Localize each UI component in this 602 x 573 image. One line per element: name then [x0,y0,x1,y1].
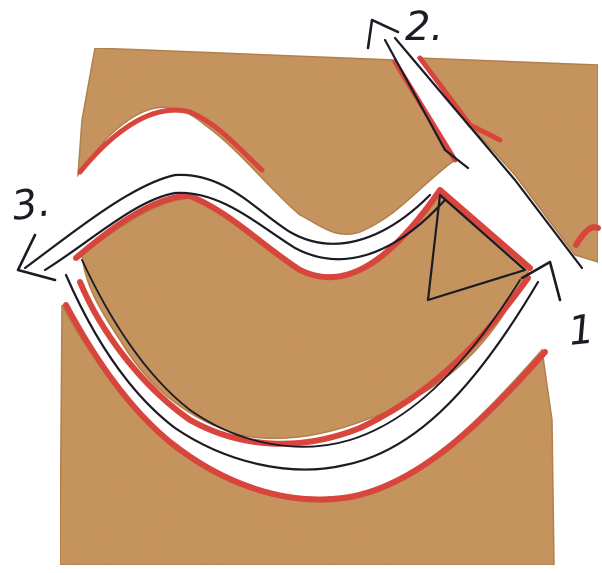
cardboard-piece-middle [82,190,530,438]
step-label-2: 2. [405,4,443,50]
arrow-head-2 [368,20,398,48]
step-label-3: 3. [9,179,53,230]
step-label-1: 1 [566,307,596,355]
arrow-head-3 [18,235,55,280]
cardboard-piece-top-left [78,48,455,234]
